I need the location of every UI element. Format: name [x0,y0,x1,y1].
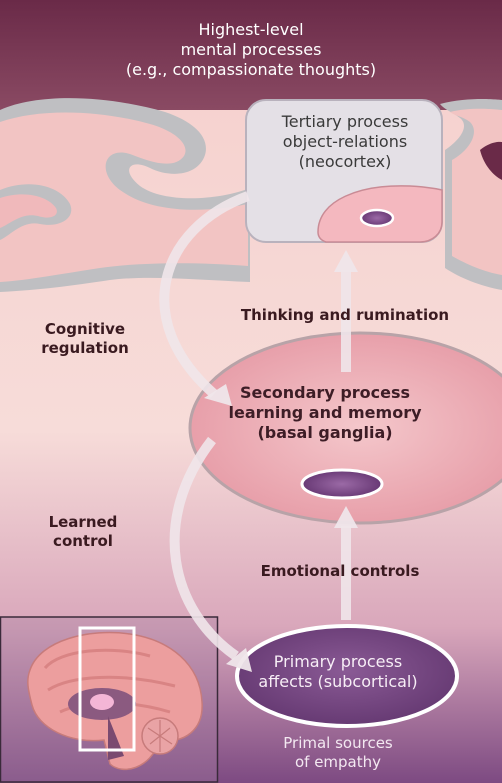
cognitive-line-1: Cognitive [30,320,140,339]
brain-cross-section-icon [0,617,218,783]
secondary-process-label: Secondary process learning and memory (b… [200,383,450,443]
primary-line-1: Primary process [238,652,438,672]
highest-level-label: Highest-level mental processes (e.g., co… [0,20,502,80]
tertiary-line-1: Tertiary process [248,112,442,132]
emotional-controls-label: Emotional controls [230,562,450,581]
tertiary-process-label: Tertiary process object-relations (neoco… [248,112,442,172]
learned-line-2: control [28,532,138,551]
primal-line-2: of empathy [238,753,438,772]
highest-level-line-2: mental processes [0,40,502,60]
secondary-line-1: Secondary process [200,383,450,403]
secondary-line-3: (basal ganglia) [200,423,450,443]
tertiary-line-2: object-relations [248,132,442,152]
primal-sources-label: Primal sources of empathy [238,734,438,772]
learned-control-label: Learned control [28,513,138,551]
primary-process-label: Primary process affects (subcortical) [238,652,438,692]
highest-level-line-1: Highest-level [0,20,502,40]
highest-level-line-3: (e.g., compassionate thoughts) [0,60,502,80]
cognitive-regulation-label: Cognitive regulation [30,320,140,358]
tertiary-line-3: (neocortex) [248,152,442,172]
cognitive-line-2: regulation [30,339,140,358]
learned-line-1: Learned [28,513,138,532]
primary-line-2: affects (subcortical) [238,672,438,692]
thinking-rumination-label: Thinking and rumination [215,306,475,325]
secondary-line-2: learning and memory [200,403,450,423]
primal-line-1: Primal sources [238,734,438,753]
